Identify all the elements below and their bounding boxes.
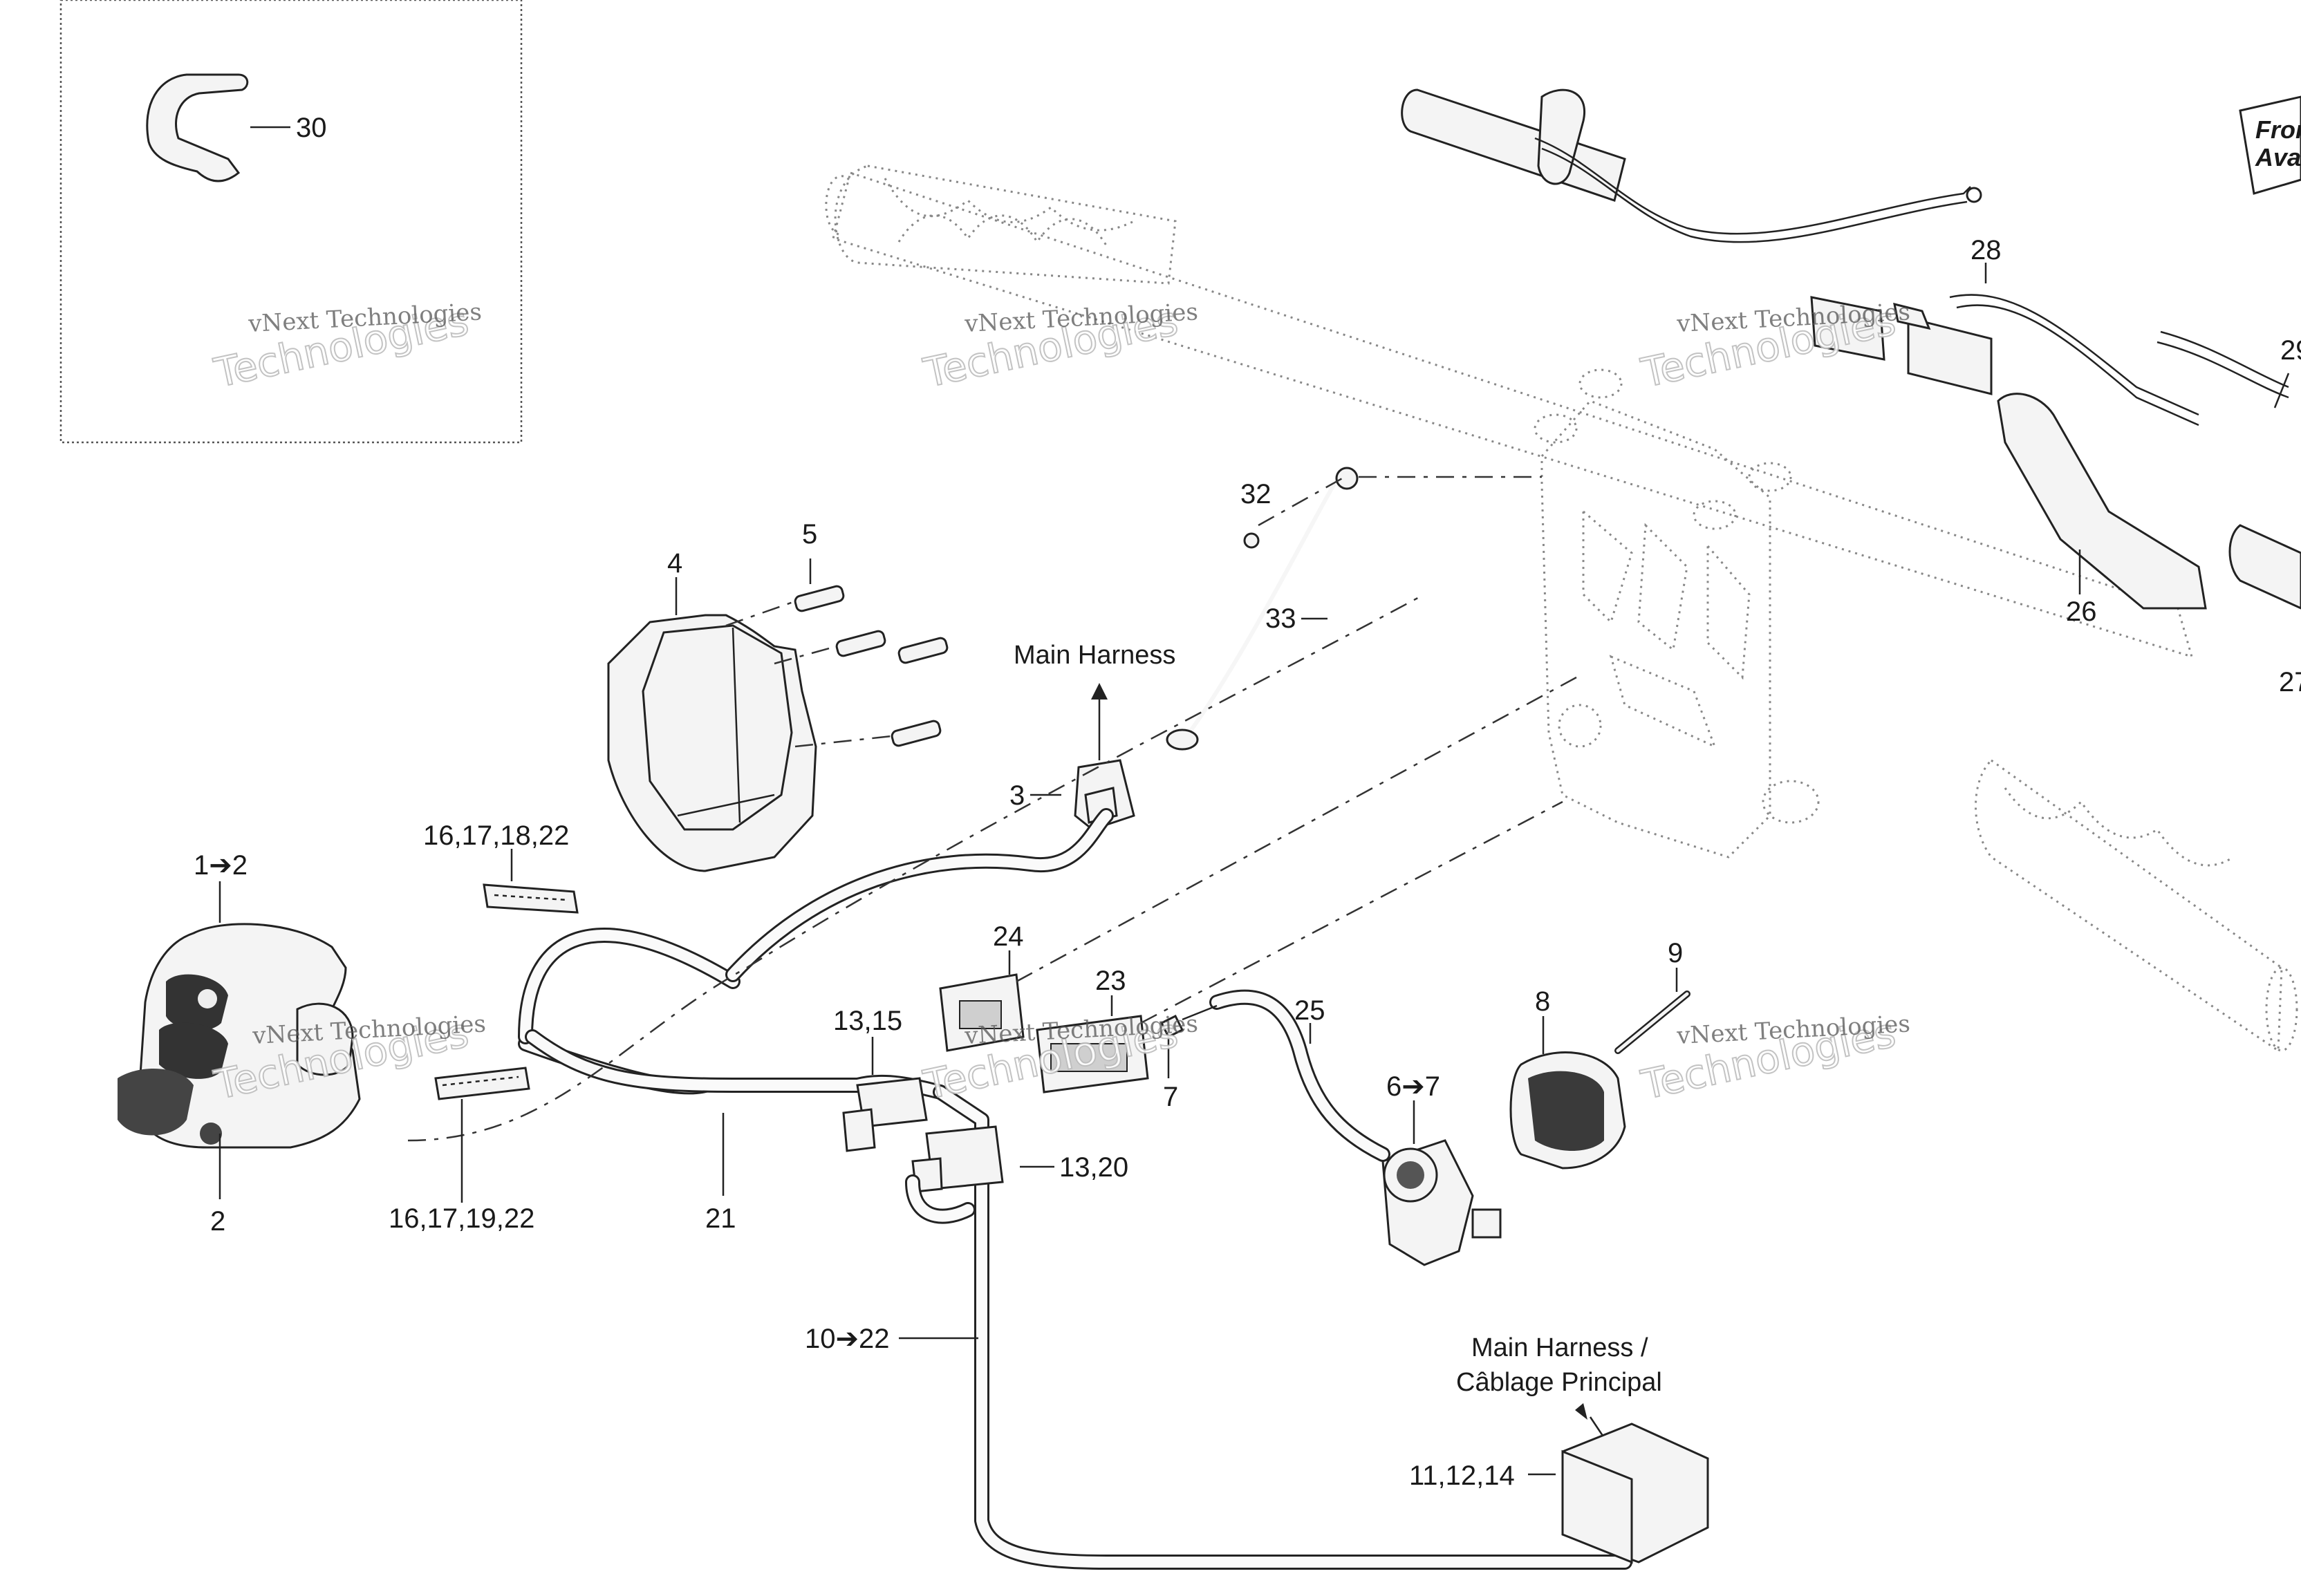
wire-25: 25 bbox=[1182, 989, 1390, 1162]
connector-23: 23 bbox=[1036, 800, 1563, 1093]
ground-wire-33: 32 33 bbox=[1166, 467, 1542, 751]
front-label-en: Front bbox=[2255, 115, 2301, 144]
connector-11-12-14: Main Harness / Câblage Principal 11,12,1… bbox=[1409, 1333, 1709, 1564]
callout-13-15: 13,15 bbox=[833, 1006, 902, 1036]
callout-10-22: 10➔22 bbox=[805, 1324, 890, 1354]
callout-16-17-18-22: 16,17,18,22 bbox=[423, 820, 569, 851]
callout-23: 23 bbox=[1095, 966, 1126, 996]
callout-9: 9 bbox=[1668, 938, 1683, 968]
callout-26: 26 bbox=[2066, 597, 2097, 627]
callout-5: 5 bbox=[802, 519, 817, 550]
switch-6-7: 6➔7 bbox=[1381, 1071, 1502, 1266]
connector-3: Main Harness 3 bbox=[1009, 641, 1175, 831]
callout-16-17-19-22: 16,17,19,22 bbox=[389, 1203, 534, 1234]
callout-33: 33 bbox=[1265, 603, 1296, 634]
callout-30: 30 bbox=[296, 113, 327, 143]
callout-1-2: 1➔2 bbox=[194, 850, 248, 881]
handlebar-riser bbox=[1534, 368, 1820, 858]
callout-7: 7 bbox=[1163, 1082, 1178, 1112]
connector-7: 7 bbox=[1159, 1014, 1184, 1112]
callout-25: 25 bbox=[1294, 995, 1325, 1026]
switch-housing-1-2: 1➔2 2 bbox=[118, 850, 361, 1237]
pin-9: 9 bbox=[1614, 938, 1690, 1054]
callout-4: 4 bbox=[667, 548, 682, 579]
connector-13-15: 13,15 bbox=[833, 1006, 928, 1152]
front-direction-indicator: Front Avant bbox=[2239, 95, 2301, 195]
inset-box-part-30: 30 bbox=[59, 0, 523, 444]
callout-27: 27 bbox=[2279, 667, 2301, 697]
heated-grip-elements bbox=[1401, 88, 2301, 610]
callout-11-12-14: 11,12,14 bbox=[1409, 1461, 1515, 1491]
main-harness-label-bottom: Main Harness / bbox=[1471, 1333, 1648, 1362]
callout-21: 21 bbox=[705, 1203, 736, 1234]
watermark: Technologies vNext Technologies Technolo… bbox=[209, 297, 1911, 1109]
callout-2: 2 bbox=[210, 1206, 225, 1237]
callout-8: 8 bbox=[1535, 986, 1550, 1017]
front-label-fr: Avant bbox=[2255, 143, 2301, 171]
callout-28: 28 bbox=[1971, 235, 2002, 265]
connector-28: 28 bbox=[1810, 235, 2002, 395]
connector-24: 24 bbox=[939, 676, 1577, 1052]
callout-24: 24 bbox=[993, 921, 1024, 952]
callout-29: 29 bbox=[2280, 335, 2301, 366]
clip-30-shape bbox=[146, 73, 249, 182]
connector-16-17-19-22: 16,17,19,22 bbox=[389, 1067, 534, 1234]
main-harness-label-bottom-fr: Câblage Principal bbox=[1456, 1368, 1662, 1397]
handlebar bbox=[825, 165, 2298, 1053]
callout-32: 32 bbox=[1240, 479, 1271, 509]
callout-6-7: 6➔7 bbox=[1386, 1071, 1440, 1102]
callout-13-20: 13,20 bbox=[1059, 1152, 1128, 1183]
callout-3: 3 bbox=[1009, 780, 1025, 811]
part-8: 8 bbox=[1509, 986, 1626, 1170]
cover-4: 4 bbox=[607, 548, 817, 872]
main-harness-label-top: Main Harness bbox=[1014, 641, 1175, 670]
connector-16-17-18-22: 16,17,18,22 bbox=[423, 820, 579, 914]
connector-13-20: 13,20 bbox=[905, 1125, 1128, 1224]
screws-5: 5 bbox=[725, 519, 949, 748]
